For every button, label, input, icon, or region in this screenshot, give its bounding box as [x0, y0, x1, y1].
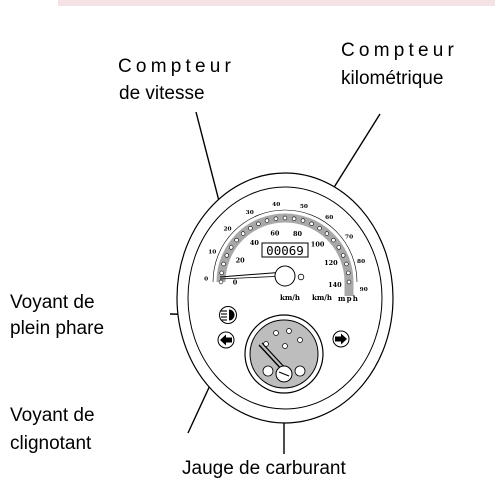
- mph-tick-50: 50: [300, 204, 308, 210]
- speedometer-dots: [218, 215, 352, 285]
- speedometer-dot: [309, 221, 314, 227]
- turn-signal-label: Voyant de: [10, 405, 95, 426]
- needle-hub: [274, 265, 296, 287]
- kmh-tick-140: 140: [328, 281, 342, 289]
- mph-tick-30: 30: [246, 210, 254, 216]
- odometer-label-line2: kilométrique: [341, 68, 444, 89]
- speedometer-dot: [317, 226, 322, 231]
- mph-tick-0: 0: [204, 277, 208, 283]
- fuel-gauge-dial: [244, 314, 324, 394]
- kmh-tick-100: 100: [311, 241, 325, 249]
- speedometer-dot: [218, 279, 224, 285]
- kmh-tick-80: 80: [293, 230, 303, 238]
- speedometer-dot: [300, 218, 306, 223]
- trip-reset-knob: [297, 273, 305, 281]
- kmh-tick-120: 120: [324, 259, 338, 267]
- kmh-tick-60: 60: [270, 230, 280, 238]
- fuel-gauge-label: Jauge de carburant: [182, 458, 346, 479]
- speedometer-label: Compteur: [118, 56, 236, 77]
- speedometer-dot: [221, 261, 226, 267]
- odometer-reading: 00069: [266, 243, 304, 258]
- odometer-label: Compteur: [341, 40, 459, 61]
- speedometer-dot: [240, 231, 246, 236]
- mph-tick-40: 40: [272, 202, 280, 208]
- unit-mph: mph: [338, 294, 359, 303]
- mph-tick-90: 90: [360, 287, 368, 293]
- kmh-tick-20: 20: [236, 257, 246, 265]
- high-beam-icon: [219, 306, 237, 324]
- speedometer-dot: [229, 245, 234, 250]
- speedometer-dot: [331, 237, 336, 243]
- speedometer-needle: [219, 271, 286, 278]
- speedometer-dot: [248, 226, 253, 231]
- speedometer-tick-labels: 0 20 40 60 80 100 120 140 0 10 20 30 40 50 60 70 80 90: [204, 202, 368, 293]
- kmh-tick-40: 40: [250, 239, 260, 247]
- high-beam-label-line2: plein phare: [10, 318, 105, 339]
- speedometer-dot: [346, 279, 352, 285]
- mph-tick-60: 60: [325, 215, 333, 221]
- speedometer-dot: [291, 216, 297, 221]
- speedometer-dot: [344, 261, 349, 267]
- mph-tick-80: 80: [357, 259, 365, 265]
- speedometer-needle-lower: [219, 275, 286, 280]
- speedometer-dot: [219, 270, 224, 276]
- left-arrow-icon: [217, 331, 235, 349]
- kmh-tick-0: 0: [233, 279, 238, 287]
- speedometer-dot: [224, 253, 230, 258]
- speedometer-dot: [282, 215, 288, 221]
- unit-kmh-left: km/h: [280, 293, 300, 302]
- speedometer-dot: [256, 221, 261, 227]
- right-arrow-icon: [332, 330, 350, 348]
- unit-kmh-right: km/h: [312, 293, 332, 302]
- high-beam-label: Voyant de: [10, 292, 95, 313]
- turn-signal-label-line2: clignotant: [10, 433, 92, 454]
- speedometer-dot: [273, 216, 279, 221]
- odometer-window: [261, 242, 309, 258]
- mph-tick-10: 10: [208, 250, 216, 256]
- mph-tick-70: 70: [345, 234, 353, 240]
- mph-tick-20: 20: [223, 226, 231, 232]
- speedometer-dot: [264, 218, 270, 223]
- speedometer-dot: [234, 237, 239, 243]
- speedometer-outer-arc: [212, 209, 358, 283]
- speedometer-dot: [324, 231, 330, 236]
- speedometer-dot: [341, 253, 346, 258]
- speedometer-dot: [346, 270, 351, 276]
- speedometer-label-line2: de vitesse: [119, 83, 205, 104]
- header-band: [58, 0, 495, 6]
- speedometer-dot: [336, 245, 341, 250]
